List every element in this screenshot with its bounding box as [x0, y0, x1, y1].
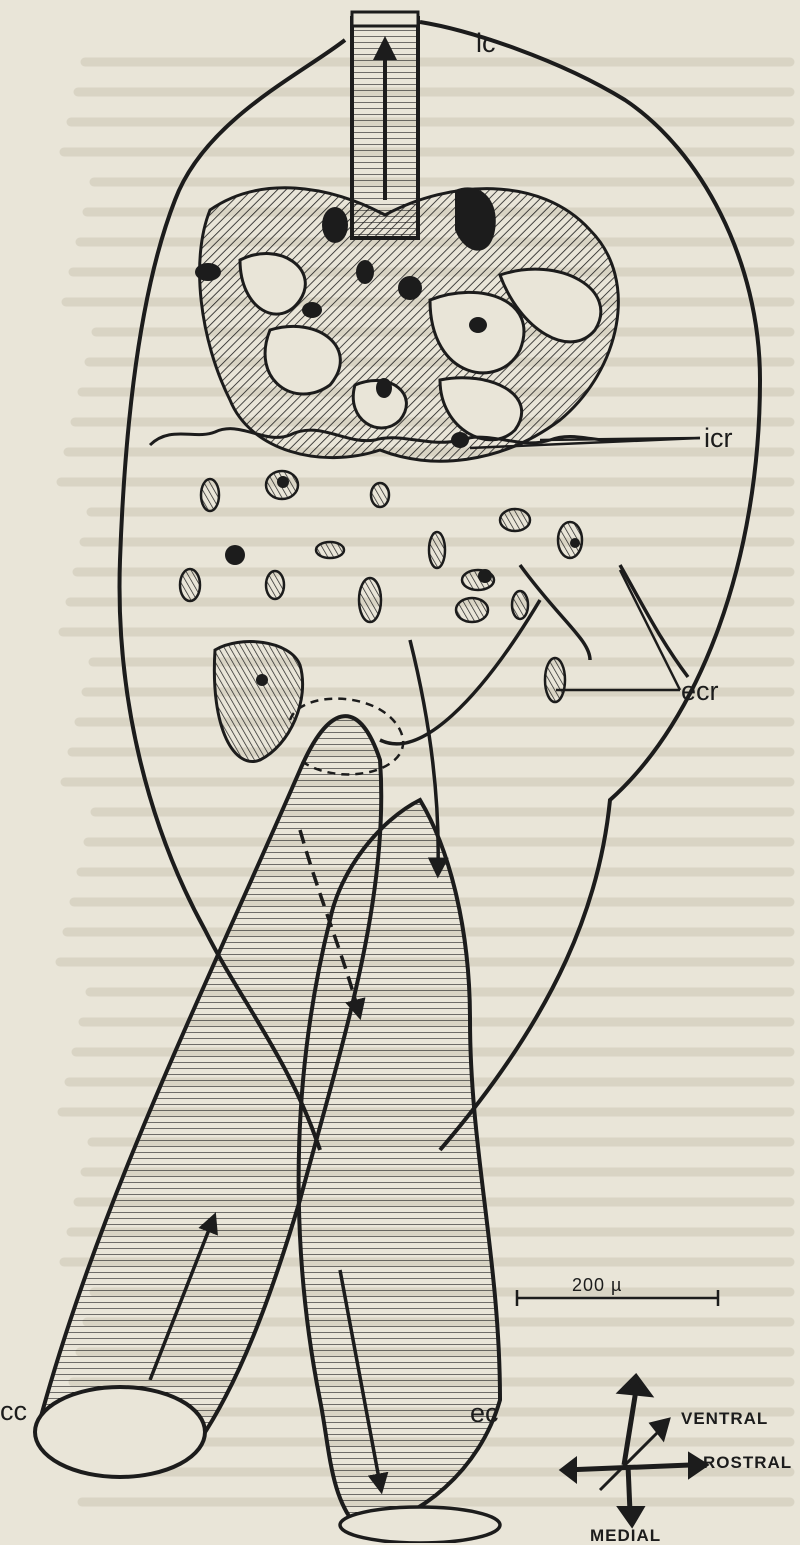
label-icr: icr [704, 425, 733, 452]
orientation-ventral: VENTRAL [681, 1410, 768, 1427]
label-ic: ic [476, 30, 496, 57]
orientation-medial: MEDIAL [590, 1527, 661, 1544]
label-cc: cc [0, 1398, 27, 1425]
orientation-rostral: ROSTRAL [703, 1454, 792, 1471]
internal-carotid-rete [150, 187, 630, 461]
label-ecr: ecr [681, 678, 719, 705]
label-ec: ec [470, 1400, 499, 1427]
rete-lower-mass [214, 642, 302, 762]
orientation-compass [562, 1376, 706, 1525]
scale-bar-label: 200 µ [572, 1276, 622, 1294]
